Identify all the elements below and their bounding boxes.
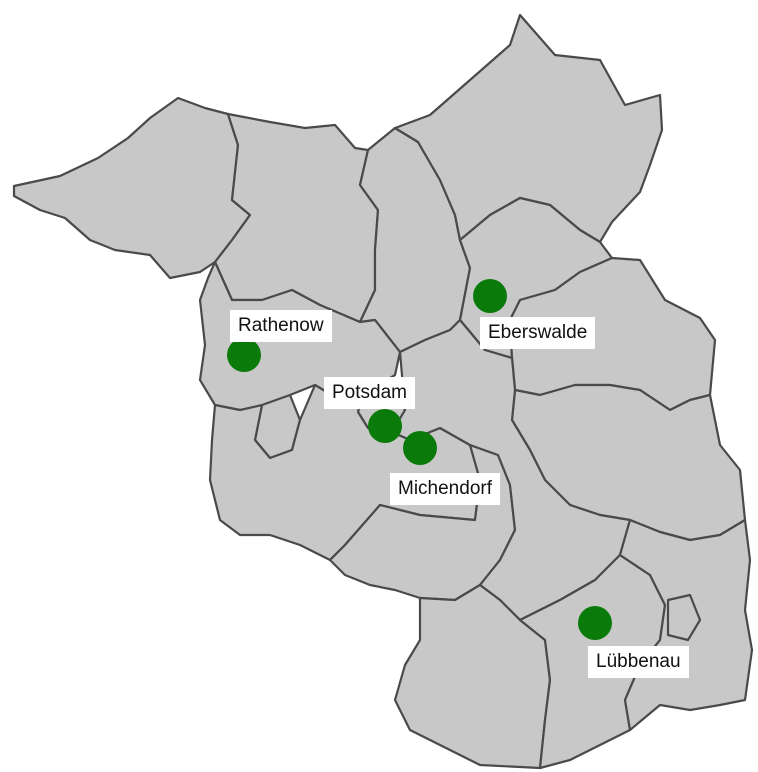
city-markers — [227, 279, 612, 640]
city-marker-eberswalde[interactable] — [473, 279, 507, 313]
district-cottbus[interactable] — [666, 593, 702, 642]
city-label-eberswalde: Eberswalde — [480, 317, 596, 349]
city-marker-rathenow[interactable] — [227, 338, 261, 372]
district-regions — [12, 13, 754, 770]
city-label-potsdam: Potsdam — [324, 377, 415, 409]
city-marker-luebbenau[interactable] — [578, 606, 612, 640]
district-uckermark[interactable] — [393, 13, 664, 244]
city-marker-michendorf[interactable] — [403, 431, 437, 465]
city-label-rathenow: Rathenow — [230, 310, 332, 342]
city-marker-potsdam[interactable] — [368, 409, 402, 443]
district-dahme-spreewald[interactable] — [390, 318, 632, 622]
city-label-michendorf: Michendorf — [390, 473, 500, 505]
city-label-luebbenau: Lübbenau — [588, 646, 689, 678]
district-prignitz[interactable] — [12, 96, 252, 280]
